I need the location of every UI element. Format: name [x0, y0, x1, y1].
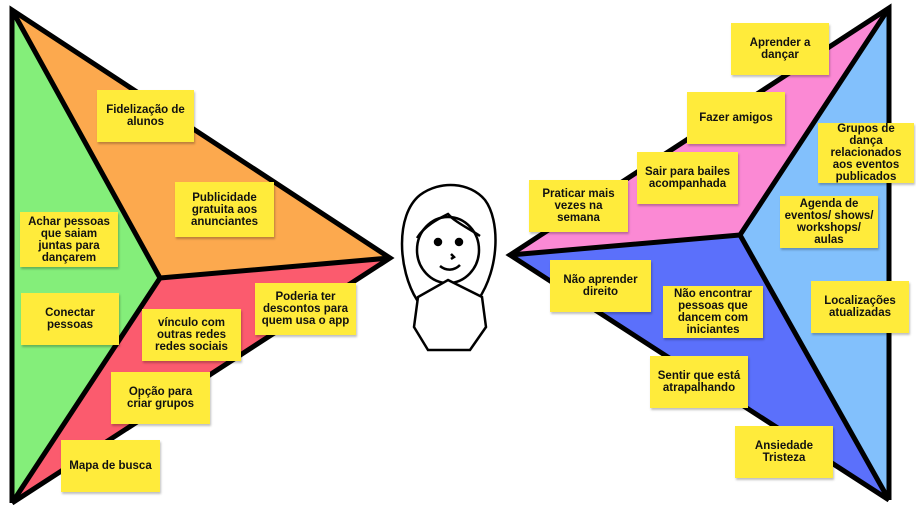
- sticky-note: Fazer amigos: [687, 92, 785, 144]
- note-text: Achar pessoas que saiam juntas para danç…: [28, 215, 110, 264]
- sticky-note: Praticar mais vezes na semana: [529, 180, 628, 232]
- left-orange-region: [12, 10, 390, 278]
- sticky-note: Localizações atualizadas: [811, 281, 909, 333]
- sticky-note: Grupos de dança relacionados aos eventos…: [818, 123, 914, 183]
- sticky-note: Sair para bailes acompanhada: [637, 152, 738, 204]
- sticky-note: Mapa de busca: [61, 440, 160, 492]
- note-text: Fidelização de alunos: [106, 104, 185, 128]
- sticky-note: Opção para criar grupos: [111, 372, 210, 424]
- sticky-note: Aprender a dançar: [731, 23, 829, 75]
- note-text: Praticar mais vezes na semana: [542, 188, 615, 224]
- note-text: Poderia ter descontos para quem usa o ap…: [261, 291, 350, 327]
- note-text: Conectar pessoas: [45, 307, 95, 331]
- sticky-note: Não aprender direito: [550, 260, 651, 312]
- note-text: Aprender a dançar: [749, 37, 811, 61]
- note-text: Não aprender direito: [563, 274, 638, 298]
- left-fan-divider-lower: [9, 276, 163, 505]
- persona-nose: [450, 253, 456, 261]
- note-text: Ansiedade Tristeza: [754, 440, 814, 464]
- sticky-note: Poderia ter descontos para quem usa o ap…: [255, 283, 356, 335]
- note-text: Opção para criar grupos: [126, 386, 195, 410]
- note-text: Fazer amigos: [699, 112, 773, 124]
- persona-eye-left: [433, 237, 443, 247]
- sticky-note: Conectar pessoas: [21, 293, 119, 345]
- sticky-note: Publicidade gratuita aos anunciantes: [175, 182, 274, 237]
- note-text: Publicidade gratuita aos anunciantes: [190, 191, 259, 228]
- sticky-note: Não encontrar pessoas que dancem com ini…: [663, 286, 763, 338]
- persona-body: [412, 278, 488, 352]
- sticky-note: Agenda de eventos/ shows/ workshops/ aul…: [780, 196, 878, 248]
- persona-figure: [400, 183, 497, 352]
- note-text: Localizações atualizadas: [824, 295, 896, 319]
- note-text: vínculo com outras redes redes sociais: [155, 317, 228, 353]
- sticky-note: Achar pessoas que saiam juntas para danç…: [20, 212, 118, 267]
- sticky-note: Sentir que está atrapalhando: [650, 356, 748, 408]
- note-text: Sentir que está atrapalhando: [657, 370, 741, 394]
- note-text: Agenda de eventos/ shows/ workshops/ aul…: [784, 198, 874, 246]
- sticky-note: vínculo com outras redes redes sociais: [142, 309, 241, 361]
- sticky-note: Ansiedade Tristeza: [735, 426, 833, 478]
- right-fan-divider-lower: [737, 233, 892, 502]
- persona-smile: [439, 264, 461, 271]
- note-text: Mapa de busca: [69, 460, 152, 472]
- note-text: Grupos de dança relacionados aos eventos…: [830, 123, 902, 183]
- sticky-note: Fidelização de alunos: [97, 90, 194, 142]
- persona-bangs: [415, 212, 481, 239]
- note-text: Sair para bailes acompanhada: [644, 166, 731, 190]
- note-text: Não encontrar pessoas que dancem com ini…: [674, 288, 752, 336]
- persona-eye-right: [454, 237, 464, 247]
